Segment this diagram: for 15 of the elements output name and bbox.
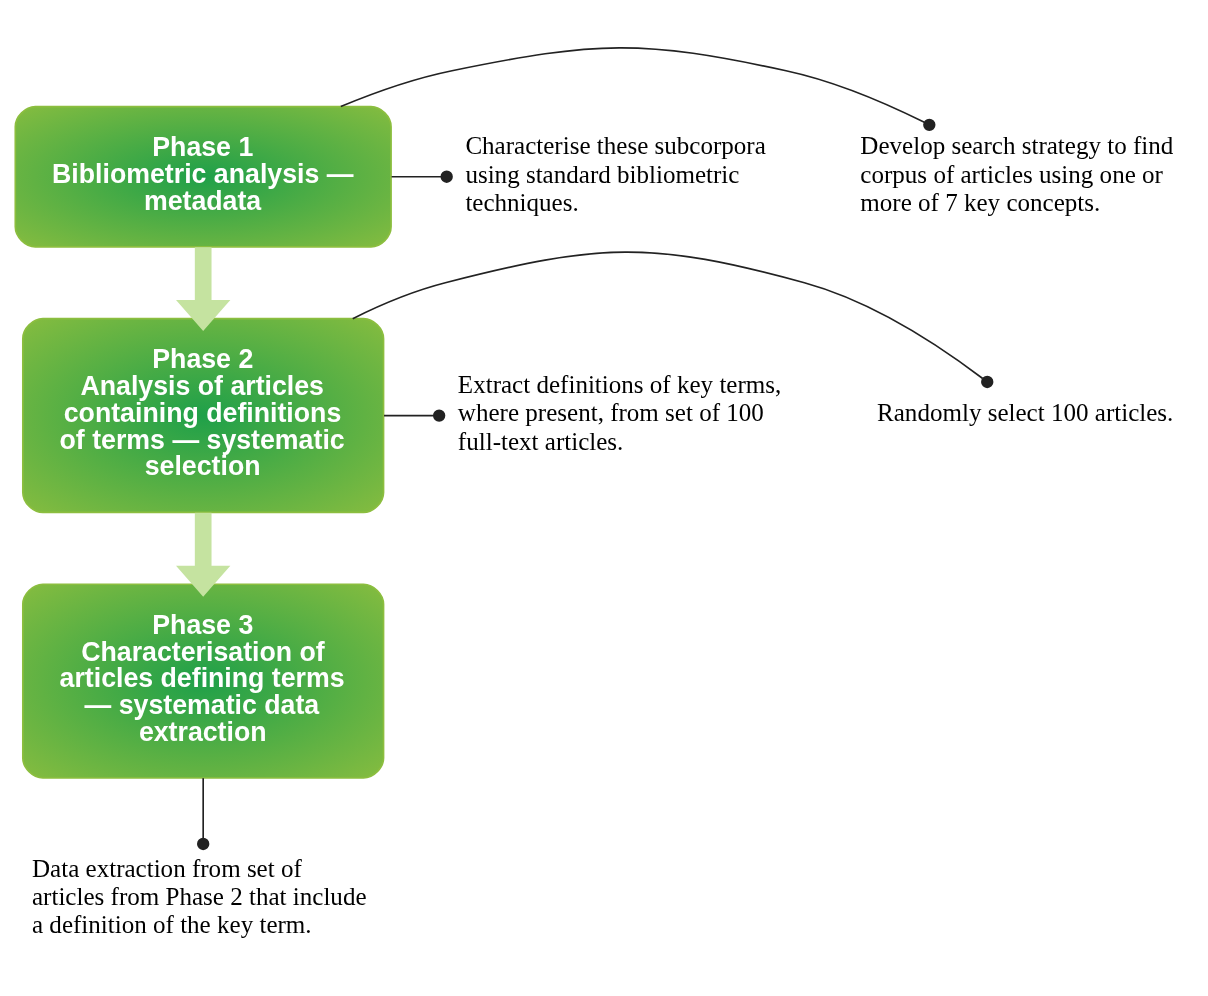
- node-text: Develop search strategy to find corpus of articles using one or more of 7 key concepts.: [860, 132, 1174, 216]
- connector: [390, 170, 453, 183]
- arrow: [176, 512, 231, 597]
- connector: [339, 46, 936, 131]
- node-box: Phase 2 Analysis of articles containing definitions of terms — systematic selection: [21, 317, 385, 514]
- arrow: [176, 247, 231, 332]
- connector: [383, 409, 446, 422]
- node-box: Phase 1 Bibliometric analysis — metadata: [14, 105, 392, 248]
- connector: [197, 777, 210, 851]
- node-text: Extract definitions of key terms, where present, from set of 100 full-text articles.: [457, 371, 782, 455]
- node-text: Data extraction from set of articles from Phase 2 that include a definition of the key term.: [32, 854, 367, 939]
- node-box: Phase 3 Characterisation of articles defining terms — systematic data extraction: [21, 583, 385, 779]
- node-text: Randomly select 100 articles.: [877, 399, 1174, 427]
- node-text: Characterise these subcorpora using standard bibliometric techniques.: [465, 132, 766, 216]
- connector: [351, 251, 994, 389]
